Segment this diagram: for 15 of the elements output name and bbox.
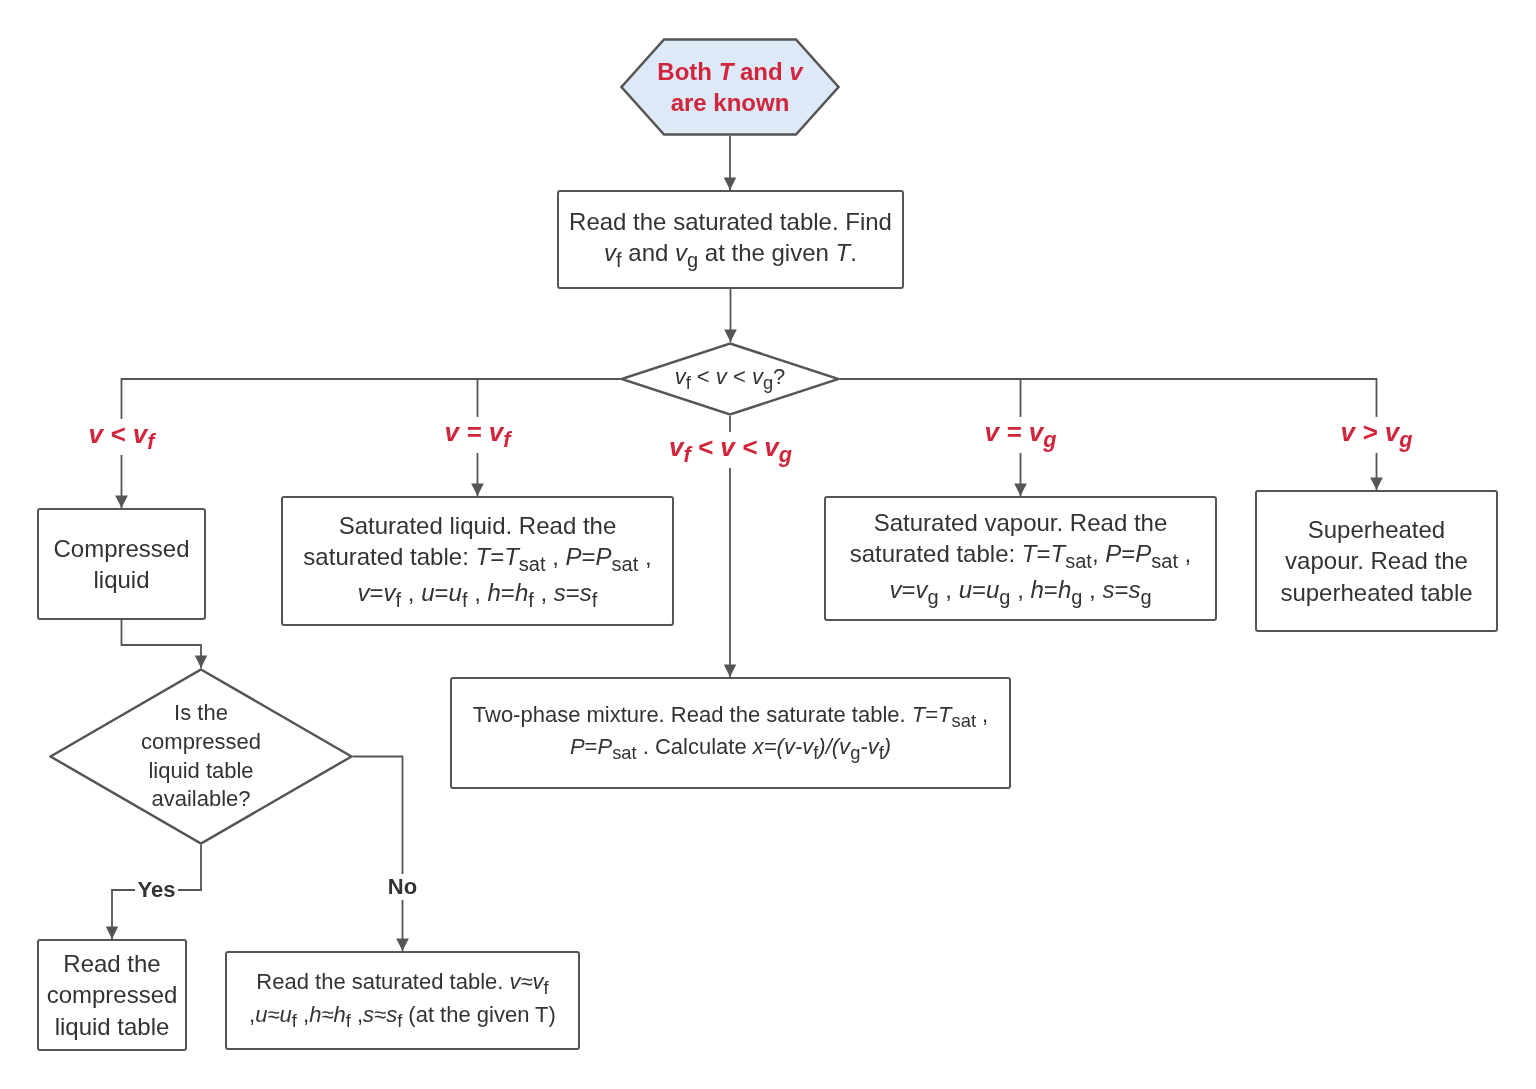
arrow [120,619,208,669]
result-box: Superheated vapour. Read the superheated table [1255,490,1498,632]
decision-diamond: Is the compressed liquid table available? [49,668,353,845]
result-box: Read the saturated table. v≈v$_{f}$ ,u≈u$_{f}$ ,h≈h$_{f}$ ,s≈s$_{f}$ (at the given T) [225,951,580,1050]
decision-diamond: v$_{f}$ < v < v$_{g}$? [620,342,840,416]
result-box: Saturated vapour. Read the saturated table: T=T$_{sat}$, P=P$_{sat}$ , v=v$_{g}$ , u=u$_{g}$ , h=h$_{g}$ , s=s$_{g}$ [824,496,1217,621]
process-box: Read the saturated table. Find v$_{f}$ and v$_{g}$ at the given T. [557,190,904,289]
arrow [723,135,737,191]
arrow [352,755,409,952]
result-box: Read the compressed liquid table [37,939,187,1051]
result-box: Compressed liquid [37,508,206,620]
arrow [724,288,737,343]
start-hexagon: Both T and v are known [620,38,840,136]
result-box: Saturated liquid. Read the saturated table: T=T$_{sat}$ , P=P$_{sat}$ , v=v$_{f}$ , u=u$_{f}$ , h=h$_{f}$ , s=s$_{f}$ [281,496,674,626]
result-box: Two-phase mixture. Read the saturate table. T=T$_{sat}$ , P=P$_{sat}$ . Calculate x=(v-v$_{f}$)/(v$_{g}$-v$_{f}$) [450,677,1011,789]
